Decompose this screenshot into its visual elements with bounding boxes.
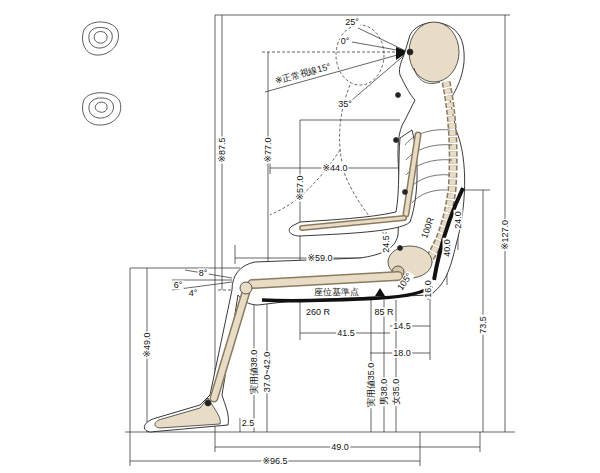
dimension-label: 41.5 [336, 329, 356, 338]
angle-label: 6° [173, 281, 184, 290]
contour-icon [83, 22, 121, 125]
dimension-label: 24.5 [382, 234, 391, 254]
dimension-label: ※59.0 [306, 254, 333, 263]
dimension-label: 37.0~42.0 [263, 351, 272, 393]
angle-label: 25° [344, 18, 360, 27]
dimension-label: ※87.5 [218, 136, 227, 163]
dimension-lines [125, 15, 515, 466]
seat-reference-mark [375, 288, 385, 296]
dimension-label: 49.0 [330, 443, 350, 452]
angle-label: 4° [188, 289, 199, 298]
dimension-label: ※127.0 [501, 219, 510, 251]
angle-label: 0° [340, 37, 351, 46]
angle-label: 8° [198, 269, 209, 278]
radius-label: 85 R [373, 308, 394, 317]
dimension-label: 女35.0 [392, 378, 401, 407]
reference-point-label: 座位基準点 [313, 288, 360, 297]
dimension-label: ※77.0 [264, 136, 273, 163]
dimension-label: 16.0 [424, 279, 433, 299]
dimension-label: 24.0 [454, 210, 463, 230]
angle-label: 105° [395, 271, 414, 293]
sight-line-label: ※正常視線15° [273, 62, 332, 86]
radius-label: 100R [420, 215, 437, 240]
dimension-label: 実用値35.0 [367, 362, 376, 409]
body-outline [144, 22, 464, 432]
arm-outline [289, 130, 417, 236]
radius-label: 260 R [305, 308, 331, 317]
dimension-label: 実用値38.0 [250, 349, 259, 396]
leaning-outline [270, 25, 390, 240]
angle-label: 35° [337, 100, 353, 109]
dimension-label: ※44.0 [321, 164, 348, 173]
sight-lines [265, 28, 408, 100]
dimension-label: ※49.0 [143, 331, 152, 358]
dimension-label: 18.0 [392, 349, 412, 358]
dimension-label: 14.5 [392, 322, 412, 331]
dimension-label: ※96.5 [261, 457, 288, 466]
chair [262, 188, 463, 301]
dimension-label: 男38.0 [380, 378, 389, 407]
dimension-label: 73.5 [479, 315, 488, 335]
dimension-label: 2.5 [241, 419, 256, 428]
dimension-label: ※57.0 [296, 174, 305, 201]
dimension-label: 40.0 [443, 238, 452, 258]
skeleton [155, 22, 459, 428]
